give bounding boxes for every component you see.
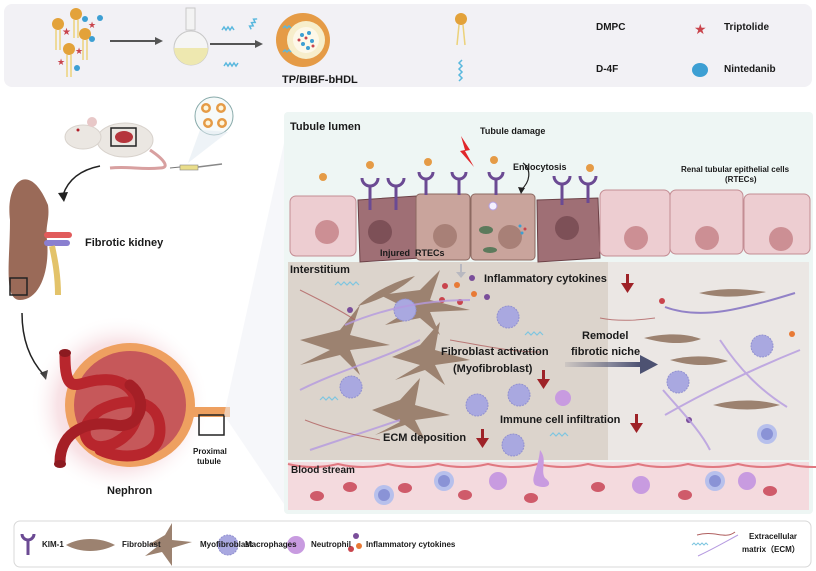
fibroblast-activation-label-line1: Fibroblast activation	[441, 346, 549, 358]
decrease-arrow-icon	[476, 274, 643, 448]
ecm-icon	[691, 531, 739, 557]
nintedanib-sphere-icon	[692, 63, 708, 77]
injured-rtecs-label: Injured RTECs	[380, 248, 445, 258]
myofibroblast-icon	[145, 523, 192, 566]
endocytosis-rtec-cell	[470, 193, 536, 261]
healthy-rtec-cell	[289, 195, 357, 257]
neutrophil-icon	[287, 536, 305, 554]
neutrophil-icon	[555, 390, 571, 406]
blood-stream-label: Blood stream	[291, 465, 355, 476]
kim1-receptor-icon	[360, 171, 598, 210]
macrophage-icon	[339, 298, 774, 457]
legend-triptolide-label: Triptolide	[724, 22, 769, 33]
remodel-arrow-icon	[565, 362, 640, 367]
mouse-icon	[64, 117, 167, 171]
fibroblast-icon	[358, 276, 780, 410]
raw-components-icon: ★ ★ ★ ★	[52, 8, 103, 77]
nephron-icon	[30, 315, 230, 495]
svg-text:★: ★	[88, 20, 96, 30]
healthy-rtec-cell	[669, 189, 744, 255]
dmpc-lipid-icon	[455, 13, 467, 46]
rtecs-label-line2: (RTECs)	[725, 175, 757, 184]
cytokines-icon	[348, 533, 362, 552]
tubule-lumen-label: Tubule lumen	[290, 121, 361, 133]
ecm-deposition-label: ECM deposition	[383, 432, 467, 444]
svg-text:★: ★	[75, 46, 83, 56]
fibroblast-icon	[66, 539, 115, 551]
kidney-location-box	[110, 127, 137, 147]
ecm-blue-fibers-icon	[319, 281, 569, 437]
legend-nintedanib-label: Nintedanib	[724, 64, 776, 75]
monocyte-icon	[374, 424, 777, 505]
legend-dmpc-label: DMPC	[596, 22, 626, 33]
proximal-tubule-label-line1: Proximal	[193, 447, 227, 456]
endocytosis-label: Endocytosis	[513, 162, 567, 172]
legend-fibroblast-label: Fibroblast	[122, 540, 161, 549]
svg-text:★: ★	[62, 27, 71, 38]
nephron-label: Nephron	[107, 485, 153, 497]
syringe-icon	[169, 163, 223, 171]
fibrotic-kidney-label: Fibrotic kidney	[85, 237, 164, 249]
interstitium-label: Interstitium	[290, 264, 350, 276]
nanoparticle-icon	[276, 13, 330, 67]
remodel-label-line2: fibrotic niche	[571, 346, 641, 358]
rtecs-label-line1: Renal tubular epithelial cells	[681, 165, 790, 174]
legend-cytokines-label: Inflammatory cytokines	[366, 540, 456, 549]
legend-ecm-label-line1: Extracellular	[749, 532, 798, 541]
tubule-damage-label: Tubule damage	[480, 126, 546, 136]
proximal-tubule-label-line2: tubule	[197, 457, 221, 466]
blood-stream-zone	[288, 462, 809, 510]
tubule-damage-lightning-icon	[460, 136, 474, 167]
curved-arrow-icon	[62, 165, 101, 196]
synthesis-panel	[4, 4, 812, 87]
kidney-icon	[8, 179, 72, 300]
triptolide-star-icon: ★	[694, 21, 707, 37]
healthy-rtec-cell	[743, 193, 811, 255]
arrow-icon	[210, 40, 263, 48]
product-label: TP/BIBF-bHDL	[282, 74, 358, 86]
legend-panel	[13, 520, 812, 568]
red-blood-cell-icon	[310, 482, 777, 503]
proximal-tubule-box	[198, 414, 225, 436]
legend-myofibroblast-label: Myofibroblast	[200, 540, 253, 549]
d4f-peptide-icon	[221, 18, 258, 68]
endothelium-line	[287, 462, 816, 468]
fibroblast-activation-label-line2: (Myofibroblast)	[453, 363, 533, 375]
arrow-icon	[110, 37, 163, 45]
legend-macrophages-label: Macrophages	[245, 540, 297, 549]
injured-rtec-cell	[415, 193, 471, 261]
d4f-peptide-icon	[457, 59, 464, 82]
nephron-location-box	[9, 277, 28, 296]
legend-kim1-label: KIM-1	[42, 540, 64, 549]
nanoparticle-zoom-icon	[188, 96, 234, 163]
flask-icon	[173, 7, 209, 66]
svg-text:★: ★	[57, 57, 65, 67]
inflammatory-cytokines-label: Inflammatory cytokines	[484, 273, 607, 285]
ecm-fibers-icon	[299, 292, 801, 451]
injured-rtec-cell	[357, 195, 421, 263]
healthy-rtec-cell	[599, 189, 671, 257]
macrophage-icon	[217, 534, 239, 556]
nanoparticle-icon	[319, 156, 594, 181]
injured-rtec-cell	[536, 197, 601, 263]
remodel-label-line1: Remodel	[582, 330, 629, 342]
neutrophil-icon	[489, 450, 756, 494]
dmpc-lipid-icon	[52, 18, 64, 50]
immune-cell-infiltration-label: Immune cell infiltration	[500, 414, 621, 426]
zoom-cone	[224, 125, 288, 510]
kim1-receptor-icon	[20, 533, 36, 555]
legend-ecm-label-line2: matrix（ECM）	[742, 545, 800, 554]
ecm-red-fibers-icon	[299, 289, 656, 441]
legend-d4f-label: D-4F	[596, 64, 619, 75]
legend-neutrophil-label: Neutrophil	[311, 540, 351, 549]
